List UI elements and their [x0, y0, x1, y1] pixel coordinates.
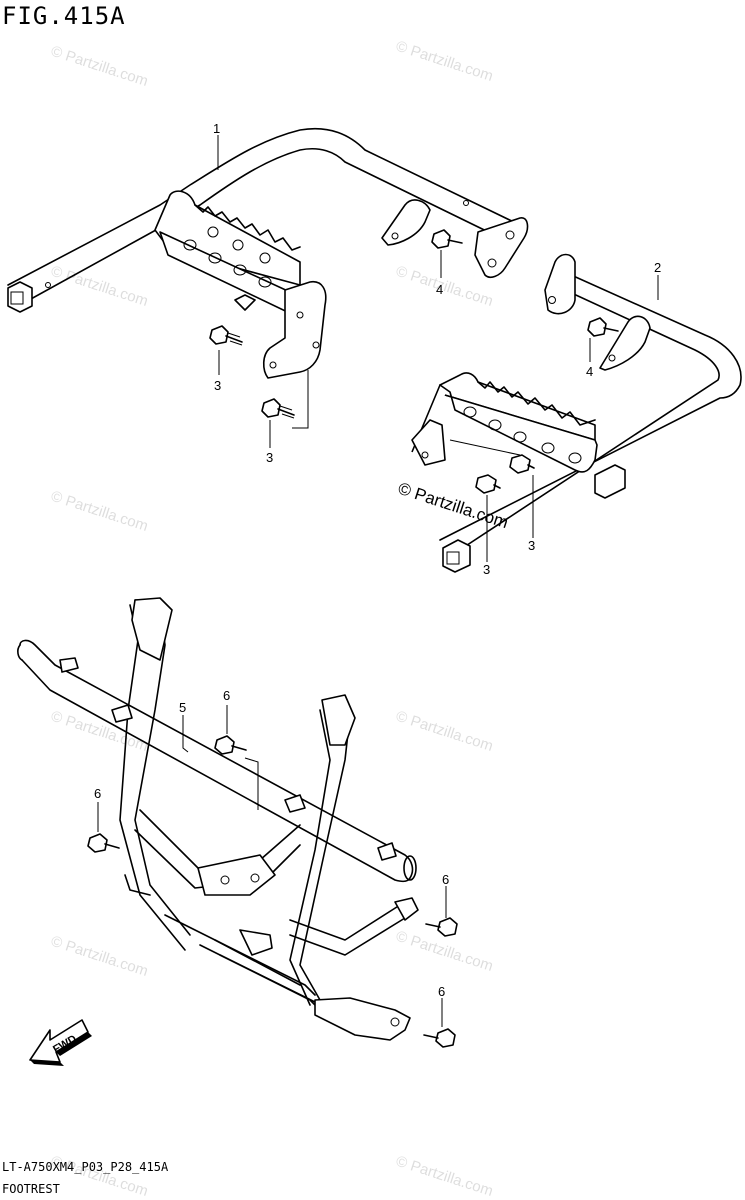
watermark: © Partzilla.com — [49, 488, 150, 535]
watermark: © Partzilla.com — [394, 708, 495, 755]
bracket-upper-right — [599, 315, 651, 371]
callout-5: 5 — [179, 700, 186, 715]
watermark: © Partzilla.com — [394, 38, 495, 85]
callout-3: 3 — [483, 562, 490, 577]
callout-6: 6 — [94, 786, 101, 801]
tube-receiver — [594, 464, 626, 499]
fwd-arrow-icon: FWD — [29, 1019, 92, 1066]
callout-6: 6 — [223, 688, 230, 703]
callout-3: 3 — [214, 378, 221, 393]
center-bracket — [197, 854, 276, 896]
watermark: © Partzilla.com — [49, 43, 150, 90]
watermark: © Partzilla.com — [49, 263, 150, 310]
watermarks: © Partzilla.com © Partzilla.com © Partzi… — [49, 38, 511, 1200]
bracket-side-right — [394, 897, 419, 921]
mount-plate-rear — [474, 217, 529, 278]
callout-6: 6 — [442, 872, 449, 887]
callout-1: 1 — [213, 121, 220, 136]
bolt — [87, 833, 120, 853]
diagram-code: LT-A750XM4_P03_P28_415A — [2, 1160, 169, 1174]
upright-bracket-left — [131, 597, 173, 661]
upright-bracket-right — [321, 694, 356, 746]
bolt — [431, 229, 463, 249]
bolt — [475, 474, 501, 494]
watermark: © Partzilla.com — [394, 263, 495, 310]
bolt — [423, 1028, 456, 1048]
guard-frame-assembly — [17, 597, 458, 1048]
callout-4: 4 — [586, 364, 593, 379]
watermark: © Partzilla.com — [49, 933, 150, 980]
step-plate-face-right — [411, 384, 598, 473]
diagram-caption: FOOTREST — [2, 1182, 60, 1196]
bolt — [509, 454, 535, 474]
callout-6: 6 — [438, 984, 445, 999]
callout-3: 3 — [528, 538, 535, 553]
step-plate-top — [154, 190, 301, 286]
bolt — [209, 325, 243, 346]
tube-square-end — [7, 281, 33, 313]
mount-plate-right-rear — [544, 253, 576, 315]
bracket-upper-left — [381, 199, 431, 246]
watermark: © Partzilla.com — [49, 708, 150, 755]
watermark: © Partzilla.com — [394, 1153, 495, 1200]
bolt — [261, 398, 295, 419]
callout-4: 4 — [436, 282, 443, 297]
footrest-assembly-left — [7, 127, 529, 448]
mount-bracket-front-left — [262, 280, 327, 379]
callouts: 1 2 3 3 3 3 4 4 5 6 6 6 6 — [94, 121, 661, 999]
callout-2: 2 — [654, 260, 661, 275]
figure-title: FIG.415A — [2, 2, 126, 30]
callout-3: 3 — [266, 450, 273, 465]
footrest-assembly-right — [411, 253, 742, 573]
bolt — [214, 735, 247, 755]
step-plate-top-right — [439, 372, 596, 441]
rear-tab — [314, 997, 411, 1041]
bolt — [425, 917, 458, 937]
bolt — [587, 317, 619, 337]
